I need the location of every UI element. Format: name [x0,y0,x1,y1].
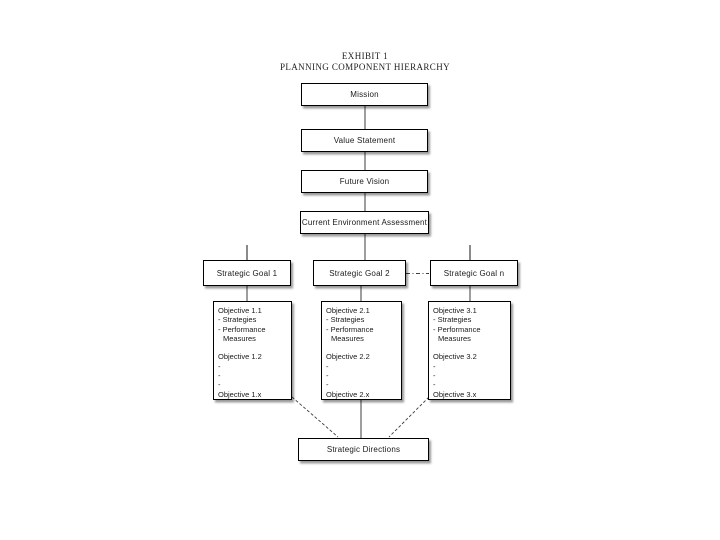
objective-3-line: - [433,361,436,371]
objective-3-line: - [433,371,436,381]
objective-1-line: - [218,380,221,390]
strategic-directions-label: Strategic Directions [326,445,401,454]
objective-2-line: - [326,371,329,381]
value-statement-box: Value Statement [301,129,428,152]
objective-2-line [326,343,398,352]
objective-1-line: - Performance [218,324,266,334]
objective-2-line: Objective 2.x [326,389,370,399]
objective-3-line: Objective 3.2 [433,352,477,362]
objective-3-box: Objective 3.1 - Strategies - Performance… [428,301,511,400]
objective-1-line: - [218,361,221,371]
exhibit-title: EXHIBIT 1 PLANNING COMPONENT HIERARCHY [215,51,515,73]
connector-obj1-directions [291,396,339,438]
objective-2-line: - [326,361,329,371]
connector-obj3-directions [388,396,430,438]
strategic-goal-2-box: Strategic Goal 2 [313,260,406,286]
objective-3-line: - Strategies [433,315,472,325]
future-vision-label: Future Vision [339,177,390,186]
current-environment-assessment-label: Current Environment Assessment [301,218,428,227]
mission-label: Mission [350,90,379,99]
current-environment-assessment-box: Current Environment Assessment [300,211,429,234]
objective-1-line [218,343,288,352]
strategic-goal-1-box: Strategic Goal 1 [203,260,291,286]
objective-2-line: Objective 2.2 [326,352,370,362]
objective-1-line: Objective 1.1 [218,306,262,315]
strategic-goal-n-label: Strategic Goal n [443,268,505,278]
objective-2-line: Measures [331,333,364,343]
strategic-goal-1-label: Strategic Goal 1 [216,268,278,278]
objective-3-line: Objective 3.1 [433,306,477,315]
objective-1-line: Measures [223,333,256,343]
objective-2-line: - Performance [326,324,374,334]
objective-3-line: - [433,380,436,390]
objective-2-line: - [326,380,329,390]
objective-2-box: Objective 2.1 - Strategies - Performance… [321,301,402,400]
objective-1-line: Objective 1.x [218,389,262,399]
objective-3-line: - Performance [433,324,481,334]
objective-3-line: Objective 3.x [433,389,477,399]
objective-2-line: - Strategies [326,315,365,325]
strategic-goal-n-box: Strategic Goal n [430,260,518,286]
future-vision-box: Future Vision [301,170,428,193]
exhibit-title-line2: PLANNING COMPONENT HIERARCHY [279,62,451,72]
objective-1-line: - [218,371,221,381]
objective-1-line: Objective 1.2 [218,352,262,362]
exhibit-title-line1: EXHIBIT 1 [341,51,389,61]
mission-box: Mission [301,83,428,106]
objective-1-line: - Strategies [218,315,257,325]
objective-2-line: Objective 2.1 [326,306,370,315]
value-statement-label: Value Statement [333,136,396,145]
strategic-goal-2-label: Strategic Goal 2 [329,268,390,278]
objective-3-line [433,343,507,352]
objective-3-line: Measures [438,333,471,343]
strategic-directions-box: Strategic Directions [298,438,429,461]
objective-1-box: Objective 1.1 - Strategies - Performance… [213,301,292,400]
